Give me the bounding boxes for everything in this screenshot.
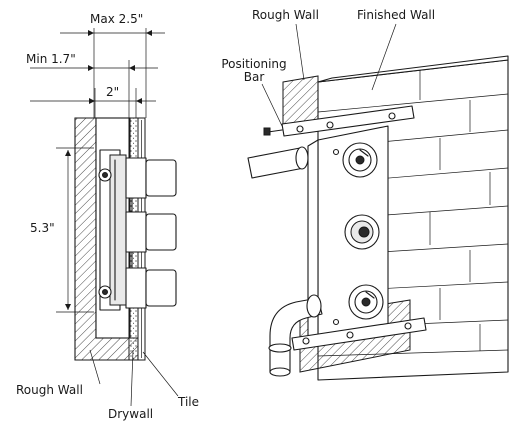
dimension-width-label: 2" bbox=[106, 85, 120, 99]
positioning-bar-top bbox=[263, 105, 415, 137]
tile-callout: Tile bbox=[178, 395, 200, 409]
section-callout-leaders bbox=[89, 349, 179, 407]
valve-body-section bbox=[98, 149, 177, 311]
perspective-callout-leaders bbox=[261, 23, 397, 127]
dimension-lines bbox=[30, 28, 165, 313]
dimension-min-label: Min 1.7" bbox=[26, 52, 76, 66]
dimension-height-label: 5.3" bbox=[30, 221, 55, 235]
cartridge-bottom bbox=[348, 284, 384, 320]
rough-wall-label: Rough Wall bbox=[252, 8, 319, 22]
drywall-callout: Drywall bbox=[108, 407, 154, 421]
rough-wall-callout: Rough Wall bbox=[16, 383, 83, 397]
cartridge-middle bbox=[344, 214, 380, 250]
outlet-elbow-pipe bbox=[268, 294, 323, 377]
dimension-max-label: Max 2.5" bbox=[90, 12, 144, 26]
positioning-bar-bottom bbox=[291, 317, 427, 351]
inlet-pipe bbox=[247, 146, 309, 179]
section-view bbox=[30, 28, 179, 407]
positioning-bar-label: Positioning Bar bbox=[212, 58, 296, 84]
positioning-bar-label-line1: Positioning bbox=[221, 57, 287, 71]
perspective-view bbox=[247, 23, 509, 381]
positioning-bar-label-line2: Bar bbox=[243, 70, 265, 84]
valve-cartridges bbox=[342, 142, 384, 320]
cartridge-top bbox=[342, 142, 378, 178]
finished-wall-label: Finished Wall bbox=[357, 8, 436, 22]
